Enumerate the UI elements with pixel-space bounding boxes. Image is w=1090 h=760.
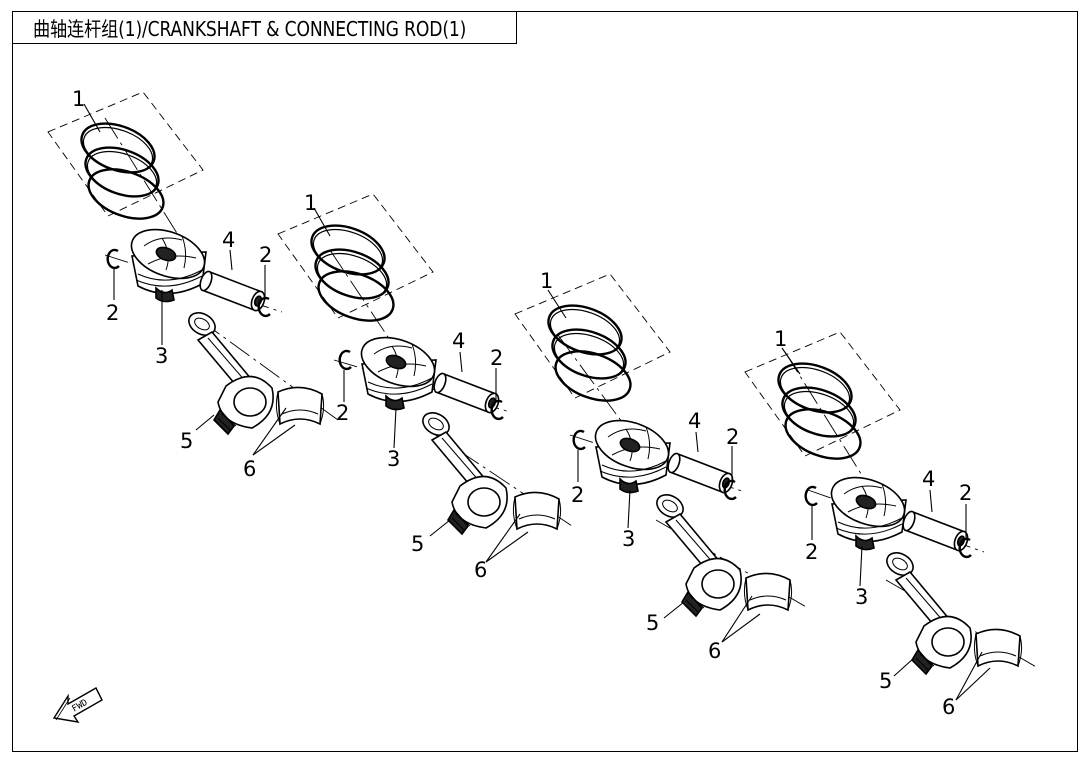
circlip-left-4 [804, 485, 819, 507]
callout-1: 1 [72, 87, 85, 111]
assembly-group-3: 1 4 2 2 3 5 6 [513, 269, 809, 663]
callout-2: 2 [571, 483, 584, 507]
piston-4 [823, 467, 913, 551]
callout-1: 1 [540, 269, 553, 293]
callout-4: 4 [688, 409, 701, 433]
callout-5: 5 [646, 611, 659, 635]
callout-3: 3 [155, 344, 168, 368]
callout-6: 6 [474, 558, 487, 582]
callout-4: 4 [222, 228, 235, 252]
callout-2: 2 [106, 301, 119, 325]
drawing-frame [12, 11, 1078, 752]
circlip-left-3 [572, 429, 587, 451]
callout-1: 1 [304, 191, 317, 215]
bearing-shell-1 [275, 386, 325, 425]
callout-2: 2 [336, 401, 349, 425]
page-title: 曲轴连杆组(1)/CRANKSHAFT & CONNECTING ROD(1) [33, 17, 467, 41]
callout-4: 4 [452, 329, 465, 353]
callout-6: 6 [243, 457, 256, 481]
connecting-rod-4 [882, 547, 972, 675]
callout-6: 6 [708, 639, 721, 663]
assembly-group-4: 1 4 2 2 3 5 6 [743, 327, 1039, 719]
callout-4: 4 [922, 467, 935, 491]
connecting-rod-2 [418, 407, 508, 535]
bearing-shell-3 [743, 572, 793, 611]
circlip-left-2 [338, 349, 353, 371]
piston-ring-set-1 [46, 90, 205, 230]
callout-2: 2 [490, 346, 503, 370]
callout-3: 3 [387, 447, 400, 471]
piston-2 [353, 327, 443, 411]
piston-1 [123, 219, 213, 303]
piston-ring-set-2 [276, 192, 435, 332]
callout-2: 2 [805, 540, 818, 564]
piston-ring-set-3 [513, 272, 672, 412]
connecting-rod-3 [652, 489, 742, 617]
callout-2: 2 [259, 243, 272, 267]
assembly-group-1: 1 4 2 2 3 5 6 [46, 87, 339, 481]
title-block: 曲轴连杆组(1)/CRANKSHAFT & CONNECTING ROD(1) [12, 11, 517, 44]
callout-1: 1 [774, 327, 787, 351]
forward-arrow-icon: FWD [52, 687, 103, 723]
connecting-rod-1 [184, 307, 274, 435]
bearing-shell-4 [973, 628, 1023, 667]
callout-6: 6 [942, 695, 955, 719]
callout-2: 2 [959, 481, 972, 505]
callout-3: 3 [855, 585, 868, 609]
bearing-shell-2 [512, 491, 562, 530]
callout-3: 3 [622, 527, 635, 551]
piston-ring-set-4 [743, 330, 902, 470]
callout-5: 5 [180, 429, 193, 453]
callout-5: 5 [879, 669, 892, 693]
piston-pin-1 [197, 269, 268, 314]
callout-5: 5 [411, 532, 424, 556]
piston-3 [587, 410, 677, 494]
assembly-group-2: 1 4 2 2 3 5 6 [276, 191, 573, 582]
callout-2: 2 [726, 425, 739, 449]
